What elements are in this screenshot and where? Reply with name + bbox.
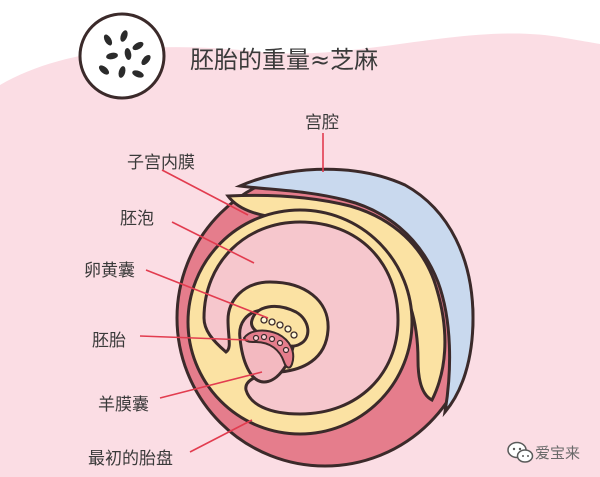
watermark-text: 爱宝来 [535,444,581,462]
label-gestational-sac: 胚泡 [120,209,154,229]
yolk-sac-dots [260,316,298,339]
inner-sac [202,220,400,416]
leader-endometrium [161,169,249,216]
label-embryo: 胚胎 [92,331,126,351]
leader-gestational-sac [171,221,255,264]
leader-early-placenta [189,419,253,453]
leader-yolk-sac [145,269,269,319]
leader-embryo [139,335,249,341]
uterine-cavity-shape [234,167,475,418]
leader-amniotic-sac [159,371,263,399]
embryo-dots [252,333,290,354]
label-early-placenta: 最初的胎盘 [88,449,173,469]
diagram-title: 胚胎的重量≈芝麻 [190,46,379,74]
label-endometrium: 子宫内膜 [127,153,195,173]
label-amniotic-sac: 羊膜囊 [98,395,149,415]
sesame-seeds-icon [78,12,166,100]
label-uterine-cavity: 宫腔 [305,113,339,133]
leader-lines [139,133,324,453]
label-yolk-sac: 卵黄囊 [84,261,135,281]
wechat-icon [507,441,534,463]
